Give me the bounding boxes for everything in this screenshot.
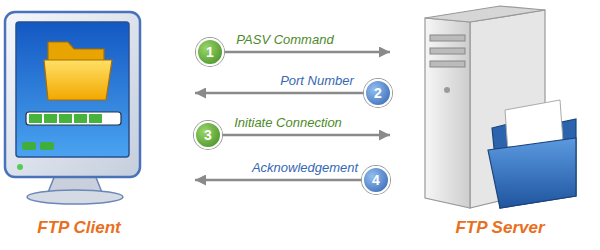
node-label: FTP Server [426,218,574,238]
edge-label: Port Number [278,73,356,89]
progress-bar [26,112,121,125]
progress-segment [44,114,57,123]
server-folder [488,100,576,208]
tower-top [425,6,545,22]
message-arrow [195,179,390,182]
progress-segment [29,114,42,123]
client-computer [5,12,140,204]
drive-slot [430,35,465,41]
endpoint-node: FTP Server [390,0,600,250]
message-arrow [195,92,390,95]
screen-button [22,142,36,150]
drive-slot [430,61,465,67]
callout-number: 2 [364,79,392,107]
power-light [17,164,23,170]
message-arrow [195,51,390,54]
edge-label: Acknowledgement [250,160,360,176]
callout-number: 1 [196,38,224,66]
edge-label: PASV Command [234,32,335,48]
edge-label-holder: Initiate Connection [232,113,344,131]
edge-label-holder: Port Number [278,71,356,89]
callout-holder: 3 [194,121,222,149]
callout-holder: 1 [196,38,224,66]
screen-button [40,142,54,150]
callout-number: 3 [194,121,222,149]
endpoint-node: FTP Client [0,0,195,250]
drive-slot [430,48,465,54]
monitor-screen [16,22,129,157]
folder-front [44,60,112,100]
callout-number: 4 [362,166,390,194]
node-label: FTP Client [0,218,158,238]
folder-front [488,138,576,208]
message-arrow [195,134,390,137]
edge-label-holder: Acknowledgement [250,158,360,176]
power-button [444,87,450,93]
progress-segment [74,114,87,123]
progress-segment [59,114,72,123]
tower-front [425,18,470,208]
edge-label-holder: PASV Command [234,30,335,48]
callout-holder: 4 [362,166,390,194]
callout-holder: 2 [364,79,392,107]
progress-segment [89,114,102,123]
monitor-bezel [5,12,140,177]
edge-label: Initiate Connection [232,115,344,131]
monitor-base [27,190,123,204]
